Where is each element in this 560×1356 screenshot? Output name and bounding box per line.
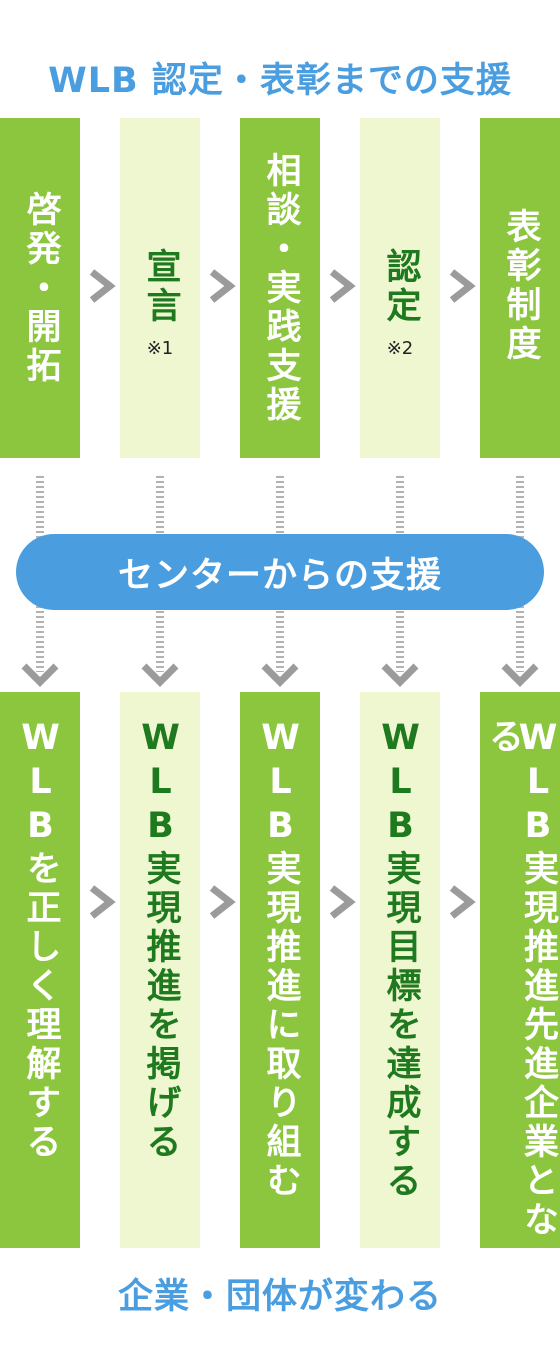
chevron-down-icon bbox=[380, 660, 420, 688]
chevron-down-icon bbox=[260, 660, 300, 688]
step-label: 啓発・開拓 bbox=[20, 190, 61, 386]
step-soudan: 相談・実践支援 bbox=[240, 118, 320, 458]
center-support-banner: センターからの支援 bbox=[16, 534, 544, 610]
outcome-understand: WLBを正しく理解する bbox=[0, 692, 80, 1248]
step-sengen: 宣言 ※1 bbox=[120, 118, 200, 458]
outcome-label: WLB実現推進に取り組む bbox=[260, 718, 301, 1201]
chevron-right-icon bbox=[84, 884, 120, 920]
chevron-right-icon bbox=[324, 884, 360, 920]
step-keihatsu: 啓発・開拓 bbox=[0, 118, 80, 458]
chevron-right-icon bbox=[444, 884, 480, 920]
chevron-down-icon bbox=[20, 660, 60, 688]
step-label: 宣言 bbox=[140, 248, 181, 326]
outcome-advanced: WLB実現推進先進企業となる bbox=[480, 692, 560, 1248]
step-hyoushou: 表彰制度 bbox=[480, 118, 560, 458]
step-note: ※2 bbox=[386, 338, 414, 359]
outcome-declare: WLB実現推進を掲げる bbox=[120, 692, 200, 1248]
step-label: 認定 bbox=[380, 248, 421, 326]
outcome-engage: WLB実現推進に取り組む bbox=[240, 692, 320, 1248]
outcome-label: WLBを正しく理解する bbox=[20, 718, 61, 1162]
chevron-right-icon bbox=[84, 268, 120, 304]
chevron-right-icon bbox=[324, 268, 360, 304]
chevron-down-icon bbox=[500, 660, 540, 688]
outcome-achieve: WLB実現目標を達成する bbox=[360, 692, 440, 1248]
footer-caption: 企業・団体が変わる bbox=[117, 1277, 442, 1317]
outcome-label: WLB実現目標を達成する bbox=[380, 718, 421, 1201]
chevron-right-icon bbox=[204, 268, 240, 304]
outcome-label: WLB実現推進先進企業となる bbox=[483, 718, 558, 1240]
step-label: 表彰制度 bbox=[500, 208, 541, 364]
diagram-title: WLB 認定・表彰までの支援 bbox=[48, 61, 512, 101]
chevron-right-icon bbox=[444, 268, 480, 304]
step-note: ※1 bbox=[146, 338, 174, 359]
outcome-label: WLB実現推進を掲げる bbox=[140, 718, 181, 1162]
step-nintei: 認定 ※2 bbox=[360, 118, 440, 458]
step-label: 相談・実践支援 bbox=[260, 151, 301, 425]
chevron-down-icon bbox=[140, 660, 180, 688]
chevron-right-icon bbox=[204, 884, 240, 920]
